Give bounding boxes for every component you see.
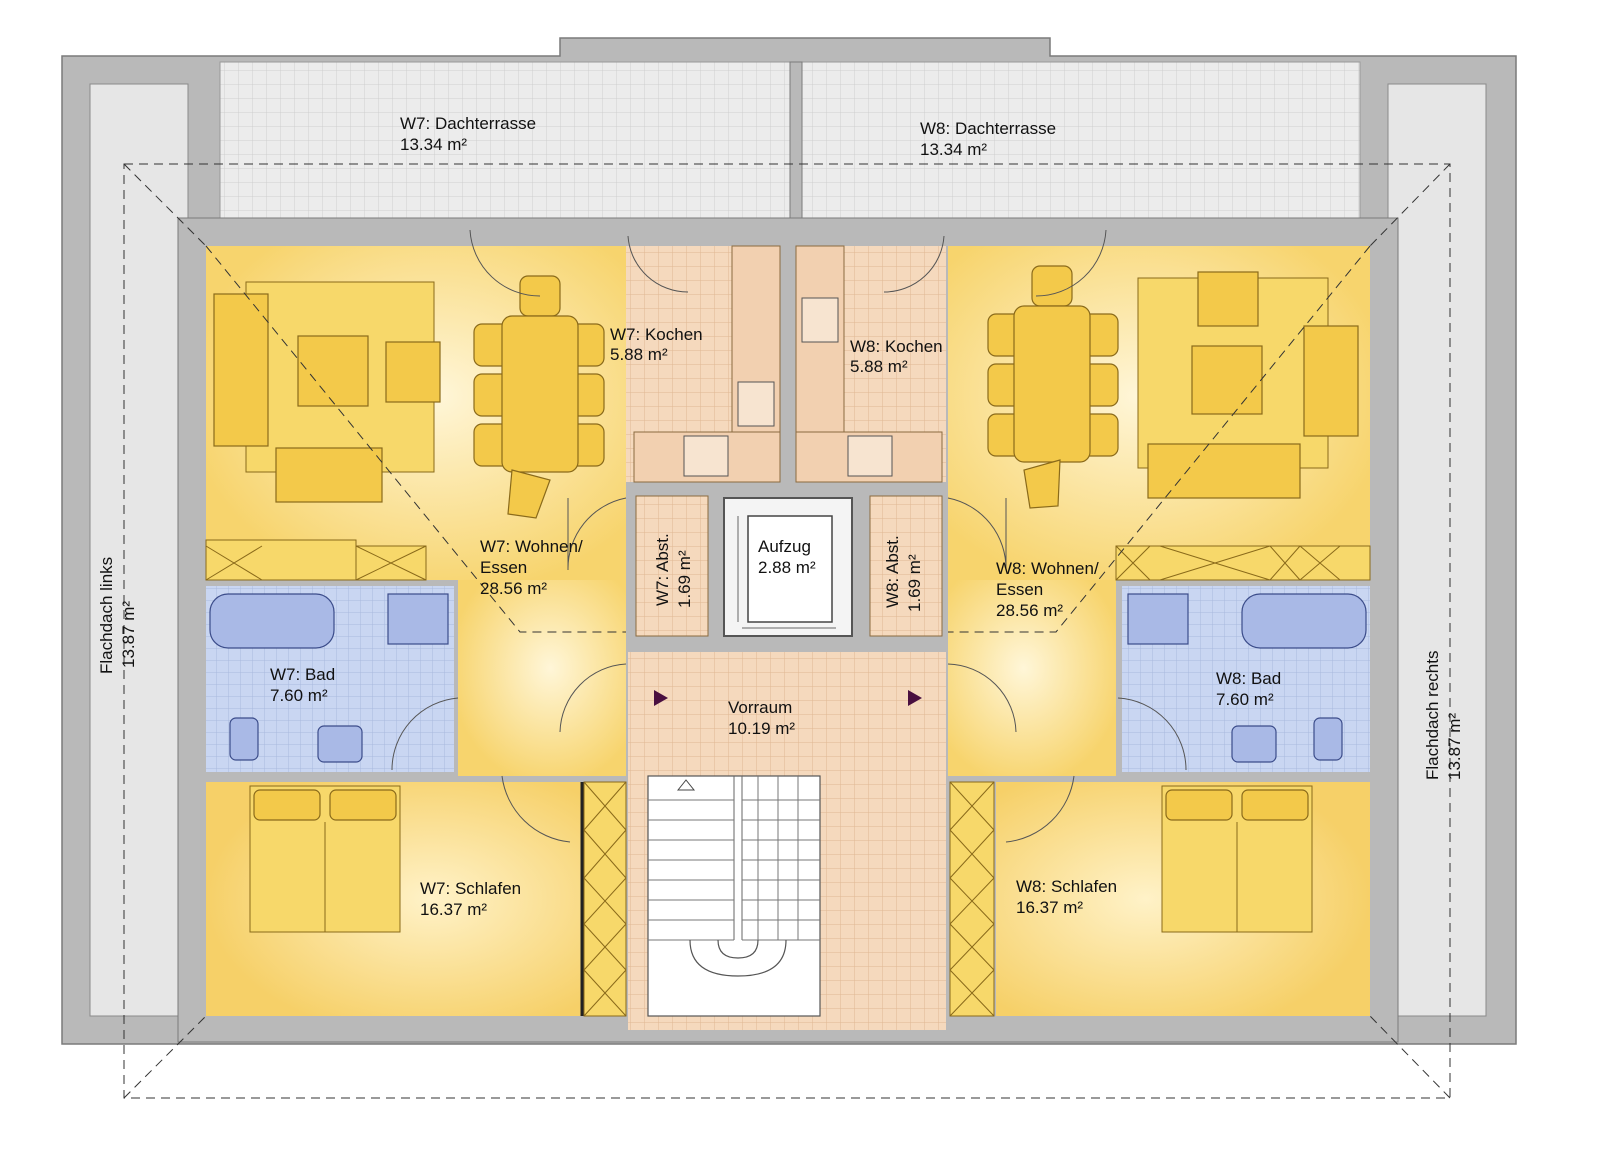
room-w8-living-lower: [948, 580, 1116, 776]
area-w8-bedroom: 16.37 m²: [1016, 898, 1083, 917]
terrace-w7: [219, 61, 799, 219]
arrow-right-icon: [908, 690, 922, 706]
room-w8-storage: [869, 495, 943, 637]
elevator-car: [747, 515, 833, 623]
area-w7-terrace: 13.34 m²: [400, 135, 467, 154]
area-w8-bath: 7.60 m²: [1216, 690, 1274, 709]
kitchen-counter-w7: [633, 245, 781, 483]
label-w8-storage: W8: Abst.: [883, 535, 902, 608]
dining-table-w7: [473, 275, 605, 519]
wardrobe-w8: [949, 781, 995, 1017]
label-hall: Vorraum: [728, 698, 792, 717]
staircase: [647, 775, 821, 1017]
area-elevator: 2.88 m²: [758, 558, 816, 577]
area-w7-storage: 1.69 m²: [675, 550, 694, 608]
label-roof-left: Flachdach links: [97, 557, 116, 674]
label-w7-bath: W7: Bad: [270, 665, 335, 684]
label-roof-right: Flachdach rechts: [1423, 651, 1442, 780]
wardrobe-w7: [580, 781, 627, 1017]
area-w8-living: 28.56 m²: [996, 601, 1063, 620]
label-w7-bedroom: W7: Schlafen: [420, 879, 521, 898]
bath-fixtures-w8: [1127, 593, 1367, 763]
kitchen-counter-w8: [795, 245, 943, 483]
bed-w8: [1161, 785, 1313, 933]
label-w7-terrace: W7: Dachterrasse: [400, 114, 536, 133]
dining-table-w8: [987, 265, 1119, 509]
door-swings: [391, 229, 1187, 843]
sideboard-w8: [1115, 545, 1371, 581]
bed-w7: [249, 785, 401, 933]
label-w8-bedroom: W8: Schlafen: [1016, 877, 1117, 896]
area-roof-left: 13.87 m²: [119, 601, 138, 668]
label-w8-kitchen: W8: Kochen: [850, 337, 943, 356]
terrace-w8: [801, 61, 1361, 219]
room-w7-living-lower: [458, 580, 626, 776]
area-w7-bath: 7.60 m²: [270, 686, 328, 705]
area-w8-terrace: 13.34 m²: [920, 140, 987, 159]
area-w7-bedroom: 16.37 m²: [420, 900, 487, 919]
room-w7-storage: [635, 495, 709, 637]
sofa-set-w7: [213, 281, 441, 503]
terrace-divider: [789, 61, 803, 219]
bath-fixtures-w7: [209, 593, 449, 763]
flat-roof-right: [1387, 83, 1487, 1017]
sideboard-w7: [205, 539, 427, 581]
label-w7-storage: W7: Abst.: [653, 533, 672, 606]
area-hall: 10.19 m²: [728, 719, 795, 738]
label-elevator: Aufzug: [758, 537, 811, 556]
area-w7-living: 28.56 m²: [480, 579, 547, 598]
area-w7-kitchen: 5.88 m²: [610, 345, 668, 364]
label-w8-terrace: W8: Dachterrasse: [920, 119, 1056, 138]
label-w7-living-1: W7: Wohnen/: [480, 537, 583, 556]
label-w8-living-2: Essen: [996, 580, 1043, 599]
area-w8-kitchen: 5.88 m²: [850, 357, 908, 376]
area-w8-storage: 1.69 m²: [905, 554, 924, 612]
area-roof-right: 13.87 m²: [1445, 713, 1464, 780]
arrow-left-icon: [654, 690, 668, 706]
label-w7-living-2: Essen: [480, 558, 527, 577]
label-w8-bath: W8: Bad: [1216, 669, 1281, 688]
sofa-set-w8: [1137, 271, 1359, 499]
label-w7-kitchen: W7: Kochen: [610, 325, 703, 344]
flat-roof-left: [89, 83, 189, 1017]
roof-outline-dashed: [123, 163, 1451, 1099]
label-w8-living-1: W8: Wohnen/: [996, 559, 1099, 578]
